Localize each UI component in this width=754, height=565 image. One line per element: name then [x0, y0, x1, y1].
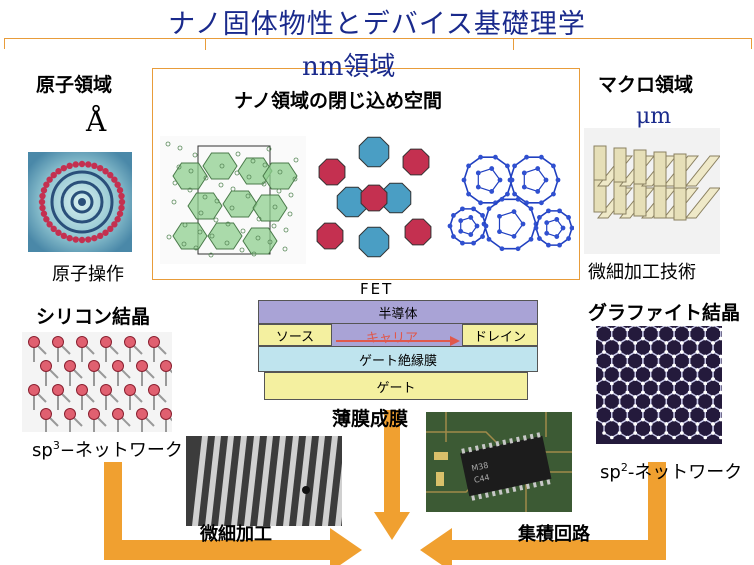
atom-manipulation-label: 原子操作	[52, 264, 124, 285]
right-arrow	[420, 462, 666, 565]
graphite-illustration	[596, 326, 722, 440]
left-arrow	[104, 462, 362, 565]
confinement-label: ナノ領域の閉じ込め空間	[234, 90, 443, 112]
macro-region-label: マクロ領域	[598, 74, 694, 96]
bracket-tick	[205, 39, 206, 50]
microfab-illustration	[192, 436, 342, 526]
bracket-tick	[513, 39, 514, 50]
nm-region-label: nm領域	[302, 52, 396, 82]
microfab-label: 微細加工	[200, 524, 272, 545]
microfab-tech-label: 微細加工技術	[588, 262, 696, 283]
carrier-label: キャリア	[366, 331, 419, 346]
clathrate-illustration	[447, 154, 574, 252]
semiconductor-label: 半導体	[378, 306, 418, 322]
source-label: ソース	[275, 329, 315, 345]
silicon-lattice-image	[22, 332, 172, 432]
sp3-sup: 3	[52, 439, 60, 452]
microfab-structure-image	[584, 128, 720, 254]
graphite-crystal-label: グラファイト結晶	[588, 302, 741, 324]
sp2-network-label: sp2-ネットワーク	[600, 458, 742, 484]
source-block: ソース	[258, 324, 332, 346]
atomic-region-label: 原子領域	[36, 74, 113, 96]
micrometer-label: μm	[636, 104, 672, 129]
gate-insulator-label: ゲート絶縁膜	[358, 353, 437, 369]
zeolite-green-image	[160, 136, 306, 264]
silicon-lattice-illustration	[28, 336, 172, 432]
gate-layer: ゲート	[264, 372, 528, 400]
fet-label: FET	[360, 280, 394, 298]
microfab-photo	[186, 436, 342, 526]
integrated-circuit-photo: M38 C44	[426, 412, 572, 512]
svg-text:C44: C44	[473, 473, 490, 485]
semiconductor-layer: 半導体	[258, 300, 538, 324]
integrated-circuit-label: 集積回路	[518, 524, 590, 545]
page-title: ナノ固体物性とデバイス基礎理学	[168, 9, 586, 40]
drain-block: ドレイン	[462, 324, 538, 346]
svg-text:M38: M38	[471, 461, 490, 473]
nm-region-box	[152, 68, 580, 280]
ic-chip-illustration: M38 C44	[426, 412, 572, 512]
sp3-prefix: sp	[32, 440, 53, 461]
angstrom-label: Å	[86, 105, 107, 138]
sodalite-illustration	[316, 136, 432, 258]
woodpile-illustration	[593, 145, 720, 221]
silicon-crystal-label: シリコン結晶	[36, 306, 151, 328]
sp2-suffix: -ネットワーク	[627, 462, 743, 483]
scale-bracket	[4, 38, 752, 50]
graphite-lattice-image	[596, 326, 722, 444]
gate-insulator-layer: ゲート絶縁膜	[258, 346, 538, 372]
zeolite-illustration	[165, 141, 299, 258]
sp3-network-label: sp3−ネットワーク	[32, 436, 183, 462]
thin-film-label: 薄膜成膜	[332, 408, 409, 430]
stm-atom-image	[28, 152, 132, 252]
gate-label: ゲート	[376, 380, 416, 396]
clathrate-blue-image	[444, 140, 574, 264]
sp2-sup: 2	[620, 461, 628, 474]
sp3-suffix: −ネットワーク	[59, 440, 183, 461]
carrier-arrow	[336, 336, 460, 346]
quantum-corral-illustration	[28, 152, 132, 252]
center-arrow	[374, 410, 410, 540]
sp2-prefix: sp	[600, 462, 621, 483]
drain-label: ドレイン	[473, 329, 526, 345]
sodalite-red-blue-image	[312, 132, 438, 266]
